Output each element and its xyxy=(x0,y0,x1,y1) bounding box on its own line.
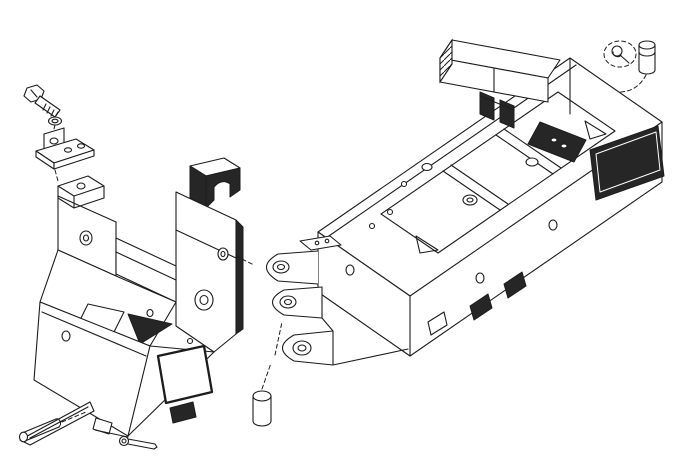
leader-plug xyxy=(618,74,647,93)
leader-bracket xyxy=(54,169,59,182)
clip-ring xyxy=(611,45,630,64)
cotter-pin xyxy=(118,435,158,450)
foot-pad xyxy=(92,417,113,435)
leader-hinge-pin xyxy=(261,321,283,390)
tower-edge xyxy=(235,219,244,335)
thread-lines xyxy=(42,103,55,117)
mount-bracket xyxy=(35,127,95,170)
retainer-plug xyxy=(638,40,656,75)
deck-mount xyxy=(527,121,587,163)
deck-bracket xyxy=(499,99,515,129)
right-hinge-tower xyxy=(175,191,237,353)
leader-small-pin xyxy=(61,411,87,423)
front-frame xyxy=(19,175,244,446)
leader-hinge xyxy=(235,255,255,266)
cover-plate xyxy=(156,344,214,405)
dark-gusset xyxy=(127,313,173,345)
hinge-pin xyxy=(252,390,272,427)
bottom-tab xyxy=(169,401,197,424)
side-bracket xyxy=(469,293,493,321)
top-clevis-lug xyxy=(57,175,105,209)
end-panel xyxy=(589,125,665,201)
rear-frame xyxy=(265,38,665,366)
cross-members xyxy=(442,128,562,211)
side-bracket xyxy=(503,271,527,299)
battery-box xyxy=(439,38,561,103)
washer xyxy=(47,116,63,126)
hex-bolt xyxy=(23,84,61,118)
blade-step xyxy=(19,401,95,446)
leader-clip-circle xyxy=(603,40,637,68)
small-pin xyxy=(18,418,62,443)
hinge-lugs xyxy=(265,235,409,366)
support-bracket xyxy=(189,157,241,209)
deck-bracket xyxy=(479,91,495,121)
